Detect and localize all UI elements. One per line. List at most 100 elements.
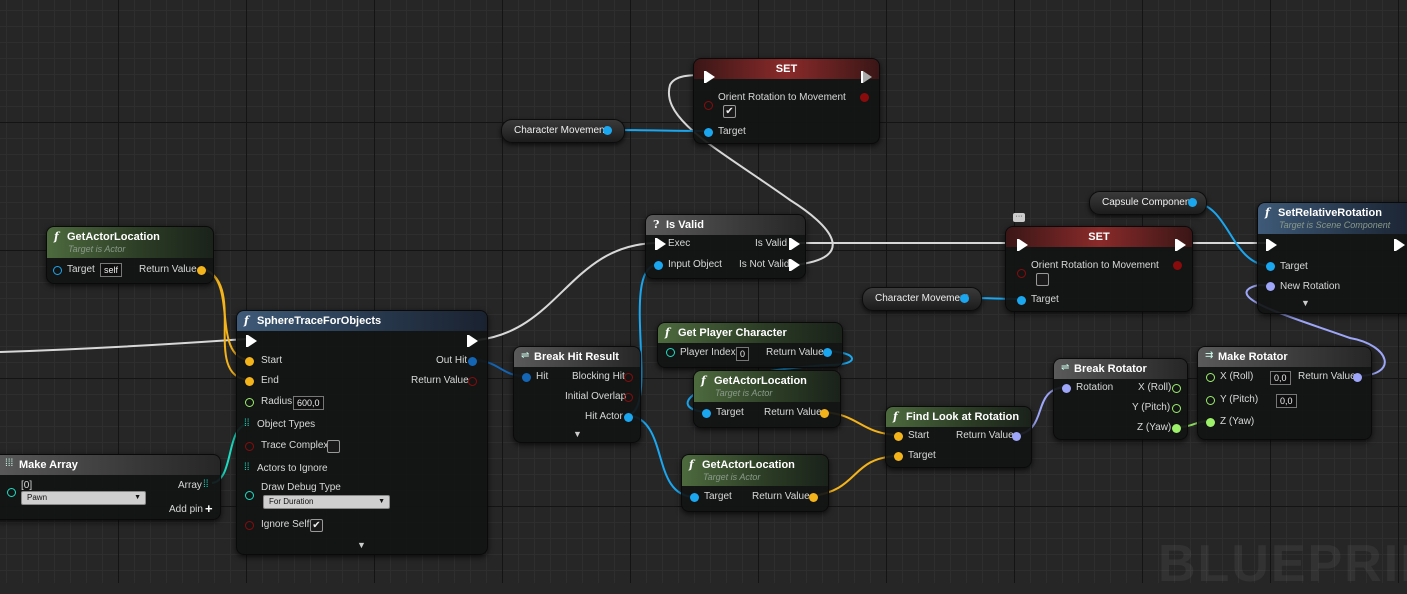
blocking-hit-pin[interactable] — [624, 373, 633, 382]
start-pin[interactable] — [894, 432, 903, 441]
x-roll-pin[interactable] — [1206, 373, 1215, 382]
start-pin[interactable] — [245, 357, 254, 366]
object-out-pin[interactable] — [1188, 198, 1197, 207]
element-pin[interactable] — [7, 488, 16, 497]
node-header: ⇉ Make Rotator — [1198, 347, 1371, 367]
collapse-arrow[interactable]: ▼ — [357, 540, 366, 550]
set-node-mid[interactable]: SET Orient Rotation to Movement Target — [1005, 226, 1193, 312]
vector-out-pin[interactable] — [809, 493, 818, 502]
target-pin[interactable] — [704, 128, 713, 137]
node-title: SET — [1088, 231, 1110, 243]
z-yaw-pin[interactable] — [1206, 418, 1215, 427]
debug-pin[interactable] — [245, 491, 254, 500]
exec-in-pin[interactable] — [655, 238, 666, 250]
get-player-character-node[interactable]: f Get Player Character Player Index 0 Re… — [657, 322, 843, 368]
x-roll-input[interactable]: 0,0 — [1270, 371, 1291, 385]
make-array-node[interactable]: ⁞⁞⁞ Make Array [0] Pawn ▼ Array ⁞⁞ Add p… — [0, 454, 221, 520]
radius-pin[interactable] — [245, 398, 254, 407]
z-yaw-label: Z (Yaw) — [1137, 422, 1172, 433]
exec-in-pin[interactable] — [704, 71, 715, 83]
ignore-self-checkbox[interactable]: ✔ — [310, 519, 323, 532]
expand-arrow[interactable]: ▼ — [1301, 298, 1310, 308]
debug-type-dropdown[interactable]: For Duration ▼ — [263, 495, 390, 509]
vector-out-pin[interactable] — [820, 409, 829, 418]
break-hit-result-node[interactable]: ⇌ Break Hit Result Hit Blocking Hit Init… — [513, 346, 641, 443]
new-rotation-pin[interactable] — [1266, 282, 1275, 291]
y-pitch-pin[interactable] — [1172, 404, 1181, 413]
end-pin[interactable] — [245, 377, 254, 386]
set-relative-rotation-node[interactable]: f SetRelativeRotation Target is Scene Co… — [1257, 202, 1407, 314]
sphere-trace-node[interactable]: f SphereTraceForObjects Start Out Hit En… — [236, 310, 488, 555]
exec-out-pin[interactable] — [1394, 239, 1405, 251]
object-out-pin[interactable] — [823, 348, 832, 357]
ignore-self-pin[interactable] — [245, 521, 254, 530]
trace-complex-checkbox[interactable] — [327, 440, 340, 453]
set-node-top[interactable]: SET Orient Rotation to Movement ✔ Target — [693, 58, 880, 144]
z-yaw-pin[interactable] — [1172, 424, 1181, 433]
make-rotator-node[interactable]: ⇉ Make Rotator X (Roll) 0,0 Return Value… — [1197, 346, 1372, 440]
trace-complex-pin[interactable] — [245, 442, 254, 451]
rotator-out-pin[interactable] — [1353, 373, 1362, 382]
orient-rotation-checkbox[interactable]: ✔ — [723, 105, 736, 118]
exec-in-pin[interactable] — [246, 335, 257, 347]
radius-input[interactable]: 600,0 — [293, 396, 324, 410]
character-movement-top[interactable]: Character Movement — [501, 119, 625, 143]
get-actor-location-node-2[interactable]: f GetActorLocation Target is Actor Targe… — [693, 370, 841, 428]
capsule-component-pill[interactable]: Capsule Component — [1089, 191, 1207, 215]
y-pitch-input[interactable]: 0,0 — [1276, 394, 1297, 408]
y-pitch-pin[interactable] — [1206, 396, 1215, 405]
vector-wire — [199, 267, 249, 381]
expand-arrow[interactable]: ▼ — [573, 429, 582, 439]
player-index-input[interactable]: 0 — [736, 347, 750, 361]
x-roll-pin[interactable] — [1172, 384, 1181, 393]
bool-pin[interactable] — [704, 101, 713, 110]
comment-bubble-icon[interactable]: ··· — [1013, 213, 1025, 222]
character-movement-mid[interactable]: Character Movement — [862, 287, 982, 311]
plus-icon[interactable]: + — [205, 501, 213, 516]
player-index-pin[interactable] — [666, 348, 675, 357]
node-header: SET — [1006, 227, 1192, 247]
add-pin-label[interactable]: Add pin — [169, 504, 203, 515]
exec-wire — [0, 338, 247, 353]
rotation-pin[interactable] — [1062, 384, 1071, 393]
array-out-grid-icon[interactable]: ⁞⁞ — [203, 479, 209, 490]
hit-actor-pin[interactable] — [624, 413, 633, 422]
exec-in-pin[interactable] — [1266, 239, 1277, 251]
out-hit-pin[interactable] — [468, 357, 477, 366]
exec-in-pin[interactable] — [1017, 239, 1028, 251]
object-out-pin[interactable] — [603, 126, 612, 135]
return-label: Return Value — [956, 430, 1014, 441]
get-actor-location-node-1[interactable]: f GetActorLocation Target is Actor Targe… — [46, 226, 214, 284]
exec-out-pin[interactable] — [1175, 239, 1186, 251]
pawn-dropdown[interactable]: Pawn ▼ — [21, 491, 146, 505]
node-header: f Find Look at Rotation — [886, 407, 1031, 427]
find-look-at-rotation-node[interactable]: f Find Look at Rotation Start Return Val… — [885, 406, 1032, 468]
initial-overlap-pin[interactable] — [624, 393, 633, 402]
return-pin[interactable] — [468, 377, 477, 386]
return-label: Return Value — [764, 407, 822, 418]
object-out-pin[interactable] — [960, 294, 969, 303]
target-pin[interactable] — [53, 266, 62, 275]
node-title: Break Rotator — [1074, 363, 1147, 375]
self-box[interactable]: self — [100, 263, 123, 277]
is-valid-exec-pin[interactable] — [789, 238, 800, 250]
target-pin[interactable] — [690, 493, 699, 502]
target-pin[interactable] — [702, 409, 711, 418]
vector-out-pin[interactable] — [197, 266, 206, 275]
exec-out-pin[interactable] — [861, 71, 872, 83]
bool-out-pin[interactable] — [1173, 261, 1182, 270]
hit-pin[interactable] — [522, 373, 531, 382]
input-object-pin[interactable] — [654, 261, 663, 270]
target-pin[interactable] — [1266, 262, 1275, 271]
bool-out-pin[interactable] — [860, 93, 869, 102]
orient-rotation-checkbox[interactable] — [1036, 273, 1049, 286]
target-pin[interactable] — [1017, 296, 1026, 305]
break-rotator-node[interactable]: ⇌ Break Rotator Rotation X (Roll) Y (Pit… — [1053, 358, 1188, 440]
is-valid-node[interactable]: ? Is Valid Exec Is Valid Input Object Is… — [645, 214, 806, 279]
exec-out-pin[interactable] — [467, 335, 478, 347]
rotator-out-pin[interactable] — [1012, 432, 1021, 441]
target-pin[interactable] — [894, 452, 903, 461]
get-actor-location-node-3[interactable]: f GetActorLocation Target is Actor Targe… — [681, 454, 829, 512]
bool-pin[interactable] — [1017, 269, 1026, 278]
not-valid-exec-pin[interactable] — [789, 259, 800, 271]
